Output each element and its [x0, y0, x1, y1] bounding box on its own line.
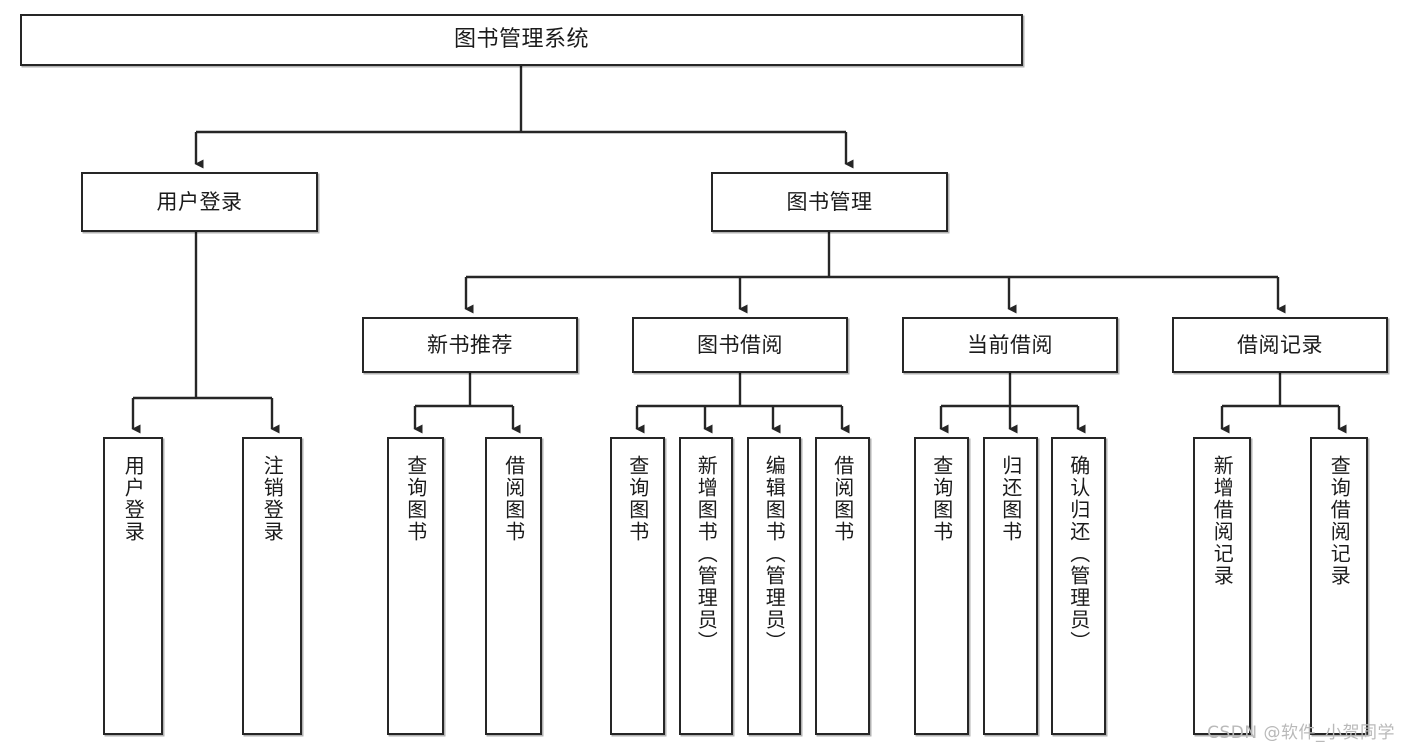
node-label: 查询图书: [929, 455, 954, 543]
leaf-recommend-borrow-book[interactable]: 借阅图书: [485, 437, 542, 735]
node-label: 查询图书: [625, 455, 650, 543]
node-label: 借阅记录: [1237, 332, 1323, 357]
node-root-book-management-system[interactable]: 图书管理系统: [20, 14, 1023, 66]
node-label: 查询借阅记录: [1327, 455, 1352, 587]
node-label: 新书推荐: [427, 332, 513, 357]
node-current-borrow[interactable]: 当前借阅: [902, 317, 1118, 373]
node-label: 新增图书（管理员）: [694, 455, 719, 653]
leaf-borrow-add-book-admin[interactable]: 新增图书（管理员）: [679, 437, 733, 735]
node-label: 归还图书: [998, 455, 1023, 543]
leaf-borrow-query-book[interactable]: 查询图书: [610, 437, 665, 735]
leaf-current-return-book[interactable]: 归还图书: [983, 437, 1038, 735]
node-label: 当前借阅: [967, 332, 1053, 357]
node-label: 查询图书: [403, 455, 428, 543]
node-label: 用户登录: [156, 189, 243, 214]
node-label: 图书借阅: [697, 332, 783, 357]
node-label: 确认归还（管理员）: [1066, 455, 1091, 653]
node-label: 新增借阅记录: [1210, 455, 1235, 587]
leaf-borrow-edit-book-admin[interactable]: 编辑图书（管理员）: [747, 437, 801, 735]
node-label: 借阅图书: [830, 455, 855, 543]
node-label: 图书管理系统: [453, 27, 589, 53]
node-label: 图书管理: [786, 189, 873, 214]
leaf-user-login-signout[interactable]: 注销登录: [242, 437, 302, 735]
leaf-current-confirm-return-admin[interactable]: 确认归还（管理员）: [1051, 437, 1106, 735]
node-new-book-recommend[interactable]: 新书推荐: [362, 317, 578, 373]
leaf-recommend-query-book[interactable]: 查询图书: [387, 437, 444, 735]
leaf-record-query-record[interactable]: 查询借阅记录: [1310, 437, 1368, 735]
node-book-management[interactable]: 图书管理: [711, 172, 948, 232]
leaf-current-query-book[interactable]: 查询图书: [914, 437, 969, 735]
node-label: 注销登录: [260, 455, 285, 543]
node-label: 用户登录: [121, 455, 146, 543]
node-label: 借阅图书: [501, 455, 526, 543]
node-book-borrow[interactable]: 图书借阅: [632, 317, 848, 373]
leaf-user-login-signin[interactable]: 用户登录: [103, 437, 163, 735]
node-user-login[interactable]: 用户登录: [81, 172, 318, 232]
leaf-record-add-record[interactable]: 新增借阅记录: [1193, 437, 1251, 735]
csdn-watermark: CSDN @软件_小贺同学: [1207, 723, 1395, 743]
node-borrow-record[interactable]: 借阅记录: [1172, 317, 1388, 373]
leaf-borrow-borrow-book[interactable]: 借阅图书: [815, 437, 870, 735]
node-label: 编辑图书（管理员）: [762, 455, 787, 653]
